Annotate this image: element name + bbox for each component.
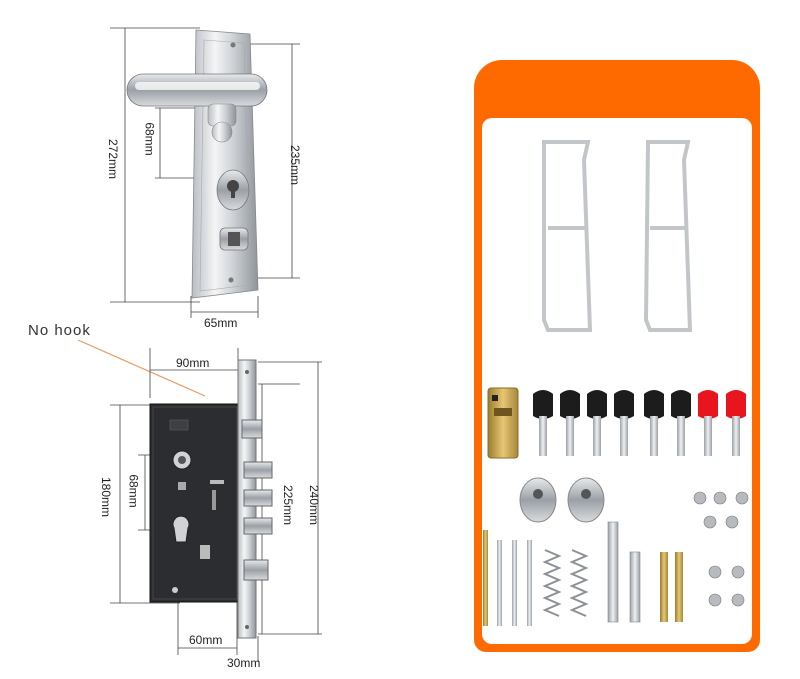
lock-cylinder: [487, 387, 519, 459]
lock-body-drawing: [110, 348, 322, 662]
label-body-height: 180mm: [99, 476, 114, 518]
spindles: [607, 521, 683, 623]
label-backset: 60mm: [189, 633, 223, 647]
small-screws: [693, 491, 749, 607]
label-body-spindle-offset: 68mm: [126, 474, 141, 508]
no-hook-pointer: [77, 339, 206, 397]
keys: [533, 390, 746, 456]
label-handle-knob-offset: 68mm: [142, 122, 157, 156]
cylinder-covers: [519, 477, 605, 523]
long-screws: [483, 530, 532, 626]
springs: [542, 549, 589, 617]
no-hook-label: No hook: [28, 322, 91, 339]
label-handle-plate-span: 235mm: [288, 144, 303, 186]
label-handle-height: 272mm: [106, 138, 121, 180]
handle-drawing: [110, 27, 300, 318]
label-body-width: 90mm: [176, 356, 210, 370]
label-handle-width: 65mm: [204, 316, 238, 330]
mounting-frames: [542, 140, 693, 332]
label-faceplate-width: 30mm: [227, 656, 261, 670]
label-faceplate-outer: 240mm: [307, 484, 322, 526]
label-faceplate-inner: 225mm: [281, 484, 296, 526]
